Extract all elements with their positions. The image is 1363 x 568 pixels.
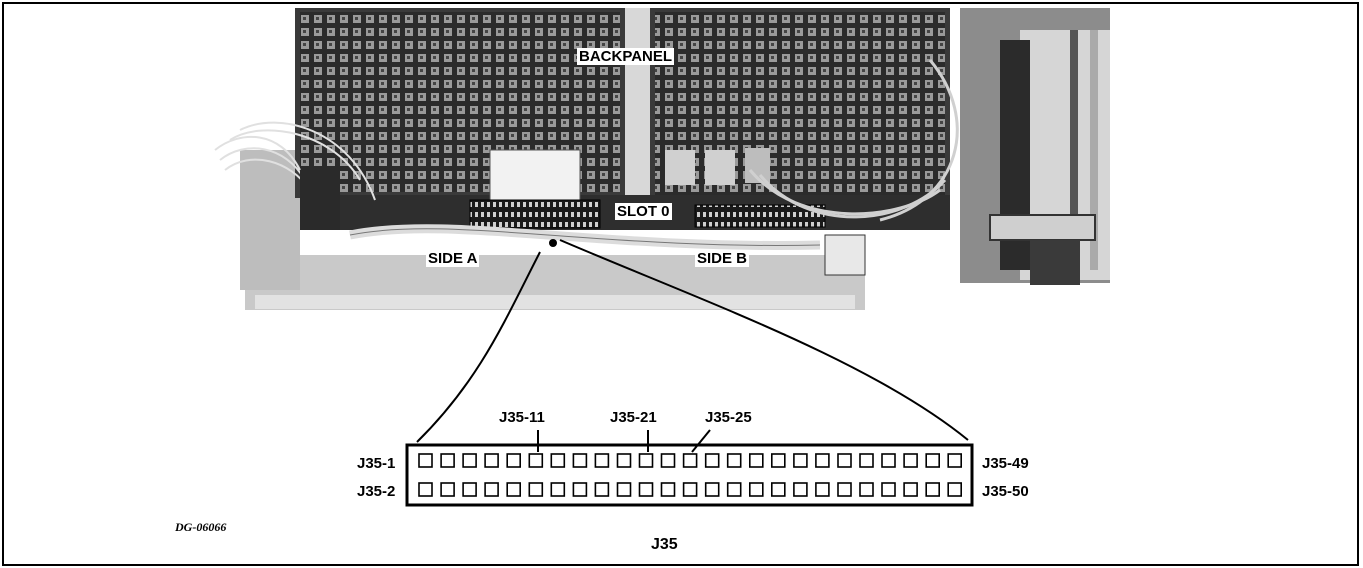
pin-4: [440, 482, 455, 497]
label-backpanel: BACKPANEL: [577, 48, 675, 65]
pin-41: [859, 453, 874, 468]
pin-22: [638, 482, 654, 497]
pin-47: [925, 453, 941, 468]
label-pin-j35-21: J35-21: [610, 409, 657, 426]
pin-17: [594, 453, 610, 468]
pin-32: [748, 482, 764, 497]
pin-12: [528, 482, 544, 497]
label-pin-j35-25: J35-25: [705, 409, 752, 426]
pin-5: [462, 453, 477, 468]
pin-6: [462, 482, 477, 497]
pin-18: [594, 482, 610, 497]
pin-15: [572, 453, 588, 468]
label-slot: SLOT 0: [615, 203, 672, 220]
pin-13: [550, 453, 566, 468]
pin-9: [506, 453, 522, 468]
pin-29: [726, 453, 742, 468]
callout-line-side-a: [416, 251, 541, 443]
connector-title: J35: [651, 536, 678, 553]
pin-3: [440, 453, 455, 468]
pin-35: [793, 453, 808, 468]
pin-34: [770, 482, 786, 497]
pin-7: [484, 453, 499, 468]
pin-27: [704, 453, 720, 468]
document-id: DG-06066: [175, 520, 227, 534]
pin-21: [638, 453, 654, 468]
callout-line-side-b: [559, 239, 969, 441]
pin-14: [550, 482, 566, 497]
label-row1-left: J35-1: [357, 455, 396, 472]
pin-19: [616, 453, 632, 468]
pin-45: [903, 453, 918, 468]
pin-43: [881, 453, 896, 468]
slot-connector-a: [469, 199, 601, 229]
pin-50: [947, 482, 963, 497]
pin-10: [506, 482, 522, 497]
pin-48: [925, 482, 941, 497]
slot-connector-b: [694, 204, 826, 228]
pin-30: [726, 482, 742, 497]
pin-44: [881, 482, 896, 497]
pin-38: [815, 482, 830, 497]
pin-28: [704, 482, 720, 497]
pin-row-1: [418, 453, 963, 468]
label-pin-j35-11: J35-11: [499, 409, 545, 426]
pin-11: [528, 453, 544, 468]
callout-tick-j35-25: [691, 429, 711, 453]
label-row2-right: J35-50: [982, 483, 1029, 500]
label-row1-right: J35-49: [982, 455, 1029, 472]
pin-26: [682, 482, 698, 497]
label-row2-left: J35-2: [357, 483, 396, 500]
chassis-left: [240, 150, 300, 290]
pin-23: [660, 453, 676, 468]
pin-2: [418, 482, 433, 497]
pin-20: [616, 482, 632, 497]
label-side-a: SIDE A: [426, 250, 480, 267]
pin-24: [660, 482, 676, 497]
label-side-b: SIDE B: [695, 250, 750, 267]
pin-46: [903, 482, 918, 497]
pin-49: [947, 453, 963, 468]
pin-42: [859, 482, 874, 497]
pin-1: [418, 453, 433, 468]
pin-37: [815, 453, 830, 468]
pin-31: [748, 453, 764, 468]
pin-39: [837, 453, 852, 468]
pin-40: [837, 482, 852, 497]
pin-16: [572, 482, 588, 497]
pin-25: [682, 453, 698, 468]
pin-36: [793, 482, 808, 497]
pin-8: [484, 482, 499, 497]
pin-33: [770, 453, 786, 468]
right-wire-bundle: [748, 59, 959, 222]
pin-row-2: [418, 482, 963, 497]
